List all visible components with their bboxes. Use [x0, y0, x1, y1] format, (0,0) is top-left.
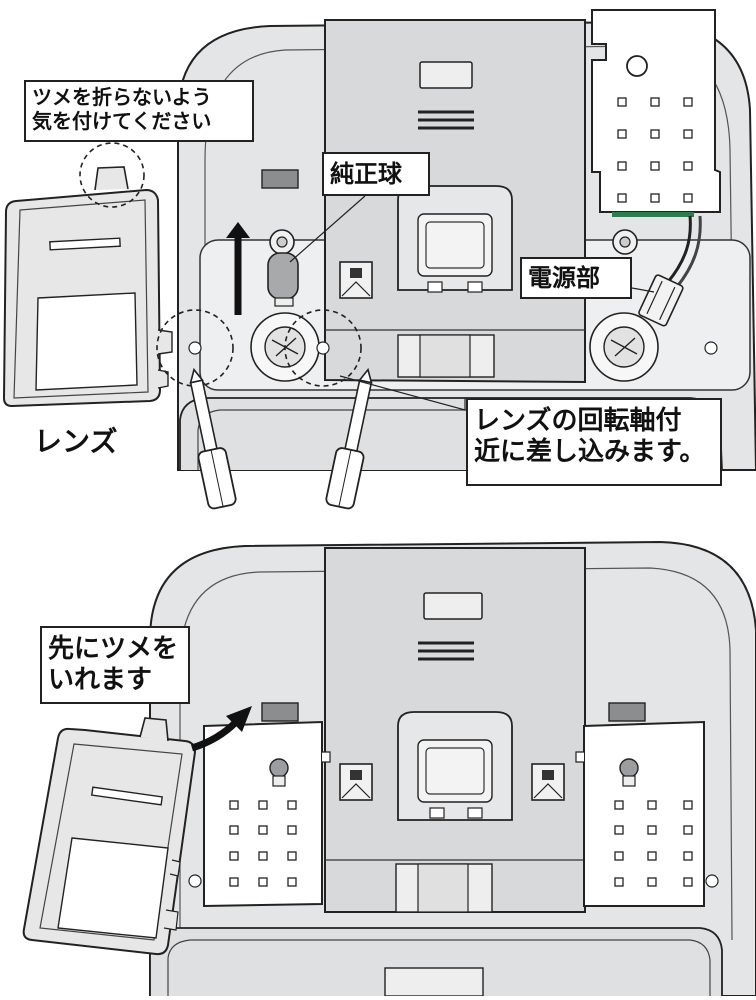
power-unit-label: 電源部: [528, 264, 600, 292]
tab-first-line-1: 先にツメを: [48, 634, 179, 664]
bottom-right-installed-lens: [575, 702, 719, 907]
left-screwdriver: [189, 367, 237, 510]
screwdrivers: [189, 367, 373, 510]
bottom-left-switch: [339, 763, 373, 801]
power-unit-callout: 電源部: [520, 257, 632, 299]
up-arrow: [226, 222, 250, 315]
lens-tab-slot: [261, 169, 299, 189]
tab-warning-line-1: ツメを折らないよう: [32, 85, 212, 109]
power-connector: [638, 274, 684, 327]
genuine-bulb-callout: 純正球: [322, 152, 430, 196]
top-center-cover: [324, 19, 586, 384]
cover-slot: [419, 61, 473, 89]
tab-first-callout: 先にツメを いれます: [40, 626, 190, 704]
genuine-bulb: [267, 252, 299, 307]
bottom-left-installed-lens: [188, 702, 331, 908]
insert-instruction-line-1: レンズの回転軸付: [474, 406, 682, 436]
top-lens: [2, 166, 173, 408]
genuine-bulb-label: 純正球: [330, 160, 402, 188]
power-unit-green-strip: [612, 212, 694, 217]
lens-tab: [94, 166, 129, 191]
highlight-circles: [79, 142, 362, 387]
tab-warning-line-2: 気を付けてください: [32, 109, 212, 133]
cover-side-switch: [339, 261, 373, 299]
bottom-center-cover: [324, 547, 586, 913]
bottom-tilted-lens: [22, 717, 197, 956]
leader-lines-top: [289, 195, 655, 411]
top-right-bulb-area: [589, 229, 718, 382]
left-pivot-highlight: [156, 309, 234, 387]
right-pivot-highlight: [284, 309, 362, 387]
power-unit: [591, 9, 721, 327]
lens-tab-highlight: [79, 142, 145, 208]
insert-instruction-line-2: 近に差し込みます。: [474, 437, 706, 468]
cover-vent-slits: [418, 110, 474, 130]
bottom-right-switch: [531, 763, 565, 801]
power-unit-contacts: [617, 97, 693, 203]
insert-instruction-callout: レンズの回転軸付 近に差し込みます。: [466, 398, 722, 486]
lens-label: レンズ: [34, 425, 118, 458]
insert-arrow: [190, 706, 252, 752]
right-screwdriver: [325, 367, 373, 510]
tab-warning-callout: ツメを折らないよう 気を付けてください: [24, 80, 254, 142]
tab-first-line-2: いれます: [48, 665, 153, 696]
